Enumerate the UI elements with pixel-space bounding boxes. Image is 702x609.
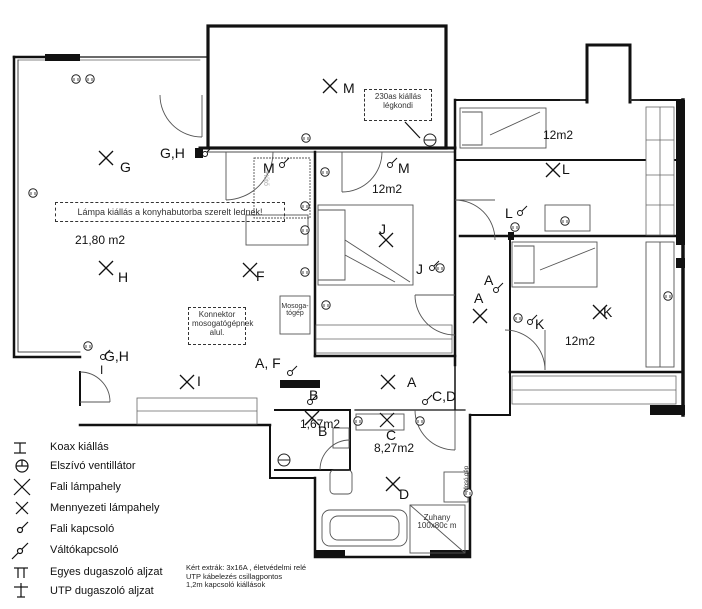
walls — [12, 24, 685, 559]
note-lamp: Lámpa kiállás a konyhabutorba szerelt le… — [55, 202, 285, 222]
legend-label: Elszívó ventillátor — [50, 460, 136, 472]
room-label-m-top: M — [343, 80, 355, 96]
legend-item-utp: UTP dugaszoló aljzat — [14, 582, 154, 600]
switch-label-m-hall: M — [398, 160, 410, 176]
legend-label: Váltókapcsoló — [50, 544, 119, 556]
legend-label: Koax kiállás — [50, 441, 109, 453]
legend-symbols — [11, 442, 31, 598]
two-way-switch-icon — [14, 541, 36, 559]
legend-label: UTP dugaszoló aljzat — [50, 585, 154, 597]
extractor-fans — [277, 133, 437, 467]
switch-label-b: B — [309, 387, 319, 403]
legend-label: Mennyezeti lámpahely — [50, 502, 160, 514]
footnote-line-3: 1,2m kapcsoló kiállások — [186, 580, 266, 590]
legend-item-wall-switch: Fali kapcsoló — [14, 520, 114, 538]
note-connector: Konnektor mosogatógépnek alul. — [188, 307, 253, 345]
wall-switch-icon — [14, 520, 36, 538]
room-label-a-hall: A — [407, 374, 417, 390]
wall-lamp-icon — [14, 478, 36, 496]
heavy-wall-segments — [45, 54, 685, 558]
ac-arrow — [404, 121, 421, 139]
switch-label-m: M — [263, 160, 275, 176]
wall-lamps — [379, 412, 395, 428]
switch-label-l: L — [505, 205, 513, 221]
ceiling-lamp-icon — [14, 499, 36, 517]
room-label-l: L — [562, 161, 570, 177]
footnote-line-2: UTP kábelezés csillagpontos — [186, 571, 283, 581]
switch-label-i: I — [100, 363, 104, 377]
extractor-fan-icon — [14, 457, 36, 475]
room-label-b: B — [318, 423, 328, 439]
room-label-a-mid: A — [474, 290, 484, 306]
room-label-i: I — [197, 373, 201, 389]
room-label-d: D — [399, 486, 410, 502]
label-washing-machine: Mosó gép — [464, 465, 471, 493]
note-ac: 230as kiállás légkondi — [364, 89, 432, 121]
single-socket-icon — [14, 563, 36, 581]
footnote: Kért extrák: 3x16A , életvédelmi relé UT… — [186, 563, 307, 590]
footnote-line-1: Kért extrák: 3x16A , életvédelmi relé — [186, 563, 307, 572]
coax-outlet-icon — [14, 438, 36, 456]
legend-label: Egyes dugaszoló aljzat — [50, 566, 163, 578]
switch-label-af: A, F — [255, 355, 281, 371]
room-label-j: J — [379, 221, 386, 237]
label-hood: Hűtő — [261, 171, 269, 186]
switch-label-k: K — [535, 316, 545, 332]
room-label-k: K — [603, 304, 613, 320]
area-bed-top-right: 12m2 — [543, 128, 574, 142]
windows — [136, 106, 677, 425]
room-label-c: C — [386, 427, 397, 443]
legend-item-ceiling-lamp: Mennyezeti lámpahely — [14, 499, 159, 517]
switch-label-cd: C,D — [432, 388, 457, 404]
room-label-f: F — [256, 268, 265, 284]
legend-item-coax: Koax kiállás — [14, 438, 109, 456]
switch-label-gh-top: G,H — [160, 145, 185, 161]
legend-item-fan: Elszívó ventillátor — [14, 457, 136, 475]
furniture — [245, 107, 675, 554]
room-label-g: G — [120, 159, 131, 175]
area-bed-right: 12m2 — [565, 334, 596, 348]
utp-socket-icon — [14, 582, 36, 600]
label-shower: Zuhany 100x80c m — [417, 513, 457, 530]
label-dishwasher: Mosoga-tógép — [281, 303, 309, 317]
switch-label-gh-bottom: G,H — [104, 348, 129, 364]
legend-item-two-way-switch: Váltókapcsoló — [14, 541, 119, 559]
legend-label: Fali kapcsoló — [50, 523, 115, 535]
room-label-h: H — [118, 269, 129, 285]
switches — [100, 146, 538, 405]
legend-item-wall-lamp: Fali lámpahely — [14, 478, 121, 496]
area-wc: 1,67m2 — [300, 417, 341, 431]
switch-label-j: J — [416, 261, 423, 277]
legend-label: Fali lámpahely — [50, 481, 121, 493]
legend-item-single-socket: Egyes dugaszoló aljzat — [14, 563, 163, 581]
area-bed-mid: 12m2 — [372, 182, 403, 196]
area-living: 21,80 m2 — [75, 233, 126, 247]
doors — [79, 94, 640, 471]
switch-label-a: A — [484, 272, 494, 288]
area-bath: 8,27m2 — [374, 441, 415, 455]
